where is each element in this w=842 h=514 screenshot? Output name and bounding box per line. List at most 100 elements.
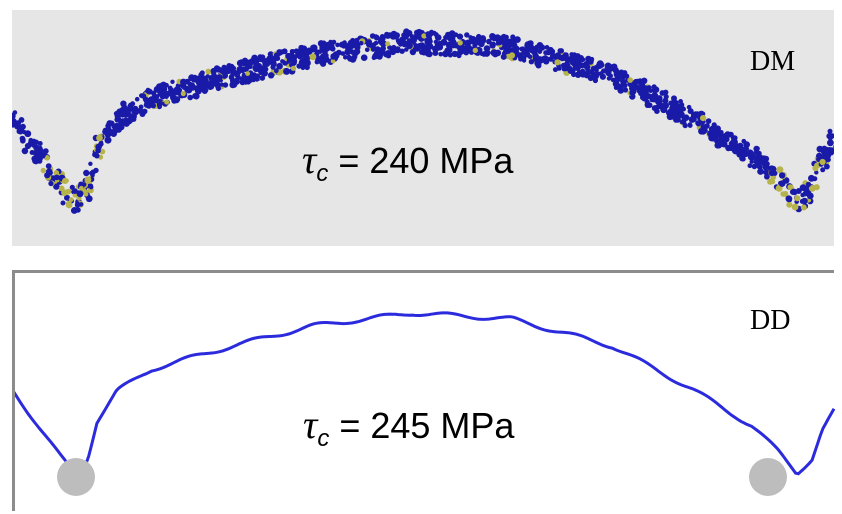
atom: [646, 85, 652, 91]
atom: [687, 108, 694, 115]
atom: [114, 116, 121, 123]
atom: [687, 123, 693, 128]
atom: [438, 51, 444, 57]
atom: [579, 62, 586, 69]
dm-atomistic-dislocation: [12, 28, 834, 214]
atom: [296, 63, 302, 69]
atom: [42, 148, 49, 155]
atom: [623, 73, 630, 79]
atom: [128, 115, 135, 123]
atom: [292, 60, 297, 66]
atom: [151, 96, 159, 104]
atom: [726, 132, 732, 138]
atom: [259, 75, 266, 81]
atom: [678, 99, 683, 104]
atom: [123, 120, 130, 127]
atom: [20, 138, 26, 144]
atom: [717, 137, 725, 145]
atom: [681, 119, 687, 125]
atom: [343, 55, 348, 60]
atom: [399, 48, 405, 54]
atom: [295, 49, 303, 56]
atom: [749, 159, 755, 164]
atom: [508, 52, 516, 59]
atom: [170, 90, 176, 97]
atom: [743, 151, 750, 157]
atom: [571, 54, 576, 59]
atom: [750, 155, 755, 160]
atom: [477, 47, 483, 53]
dd-stress-value: = 245 MPa: [329, 405, 515, 446]
atom: [433, 32, 439, 38]
atom: [660, 106, 668, 114]
atom: [246, 60, 254, 67]
atom: [695, 121, 702, 127]
left-obstacle: [57, 458, 95, 496]
atom: [364, 47, 370, 53]
atom: [68, 197, 74, 203]
atom: [65, 200, 72, 207]
atom: [325, 41, 331, 47]
atom: [98, 141, 104, 147]
atom: [757, 164, 763, 170]
atom: [96, 134, 103, 142]
atom: [335, 42, 340, 48]
atom: [702, 127, 708, 134]
atom: [223, 70, 228, 75]
atom: [468, 37, 476, 45]
atom: [437, 42, 443, 48]
atom: [636, 87, 643, 94]
atom: [479, 51, 485, 56]
atom: [574, 71, 582, 78]
atom: [228, 74, 235, 81]
atom: [756, 159, 763, 165]
atom: [754, 150, 760, 156]
atom: [698, 128, 704, 134]
atom: [54, 174, 60, 181]
atom: [238, 61, 244, 67]
atom: [805, 181, 812, 188]
atom: [31, 155, 38, 162]
atom: [106, 120, 113, 127]
atom: [117, 121, 123, 127]
atom: [769, 178, 776, 185]
atom: [104, 136, 112, 144]
atom: [60, 200, 66, 206]
tau-subscript: c: [317, 425, 330, 452]
atom: [214, 82, 221, 89]
atom: [538, 44, 546, 51]
atom: [421, 33, 427, 39]
atom: [530, 46, 537, 52]
atom: [562, 52, 569, 60]
atom: [800, 192, 805, 198]
atom: [833, 144, 834, 149]
atom: [120, 100, 127, 107]
atom: [534, 60, 541, 67]
atom: [321, 40, 327, 46]
atom: [483, 45, 491, 52]
atom: [718, 142, 724, 148]
atom: [509, 40, 515, 46]
right-obstacle: [749, 458, 787, 496]
atom: [816, 145, 824, 153]
atom: [524, 43, 530, 49]
atom: [808, 174, 815, 182]
atom: [146, 88, 153, 95]
atom: [561, 67, 567, 72]
atom: [665, 110, 672, 116]
atom: [705, 118, 712, 124]
dd-label: DD: [750, 305, 791, 336]
atom: [462, 40, 468, 46]
tau-symbol: τ: [302, 137, 317, 182]
atom: [83, 169, 90, 177]
atom: [187, 94, 193, 101]
atom: [375, 46, 381, 52]
atom: [510, 34, 516, 40]
atom: [231, 82, 237, 88]
atom: [543, 58, 550, 65]
dislocation-line: [15, 311, 836, 476]
atom: [610, 77, 616, 83]
atom: [180, 78, 187, 86]
atom: [301, 62, 308, 70]
atom: [39, 152, 46, 159]
